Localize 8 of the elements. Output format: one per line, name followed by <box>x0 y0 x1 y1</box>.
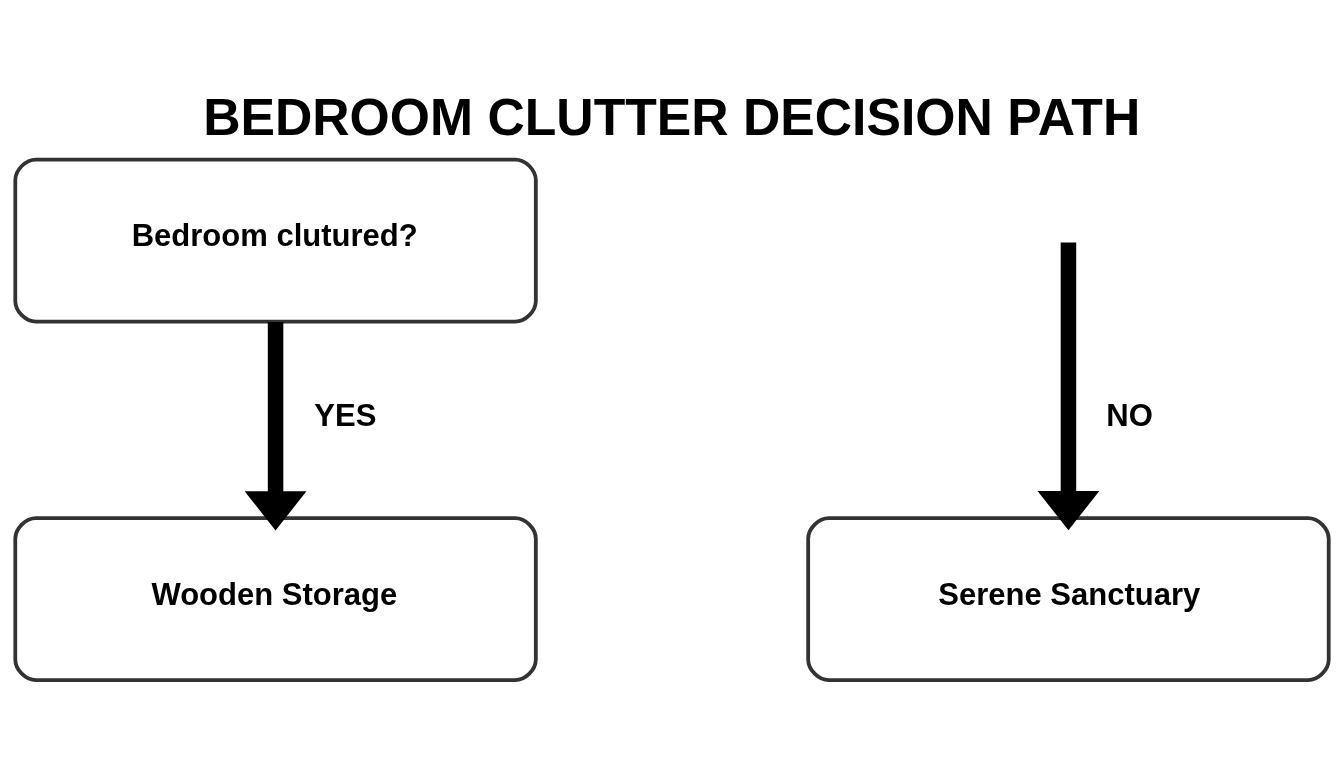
arrow <box>1037 242 1100 530</box>
node-box: Serene Sanctuary <box>806 515 1331 682</box>
node-box: Bedroom clutured? <box>13 157 538 323</box>
edge-label: YES <box>314 397 377 433</box>
node-box: Wooden Storage <box>13 515 538 682</box>
diagram-title: BEDROOM CLUTTER DECISION PATH <box>203 87 1141 146</box>
arrow <box>244 321 307 530</box>
edge-label: NO <box>1106 397 1153 433</box>
